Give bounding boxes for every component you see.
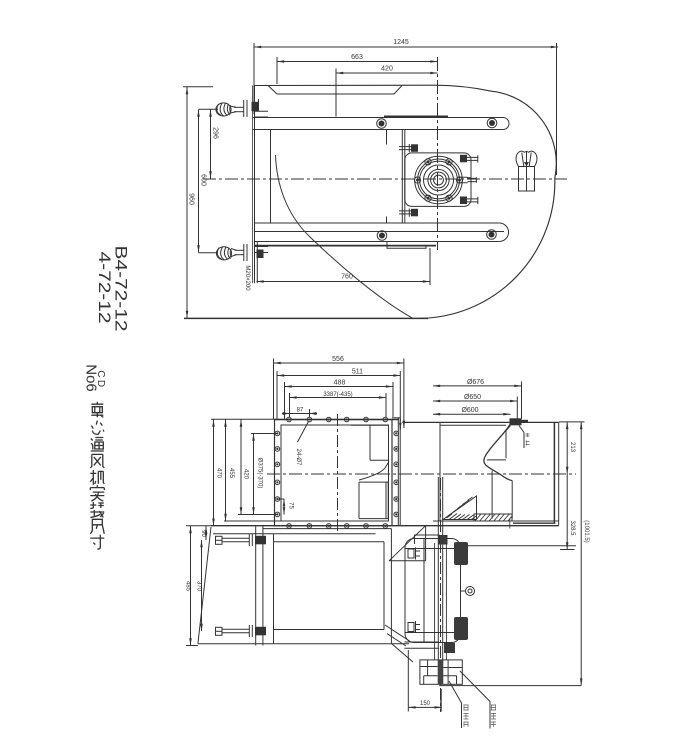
svg-text:24-Ø7: 24-Ø7 bbox=[295, 449, 301, 466]
svg-text:Ø676: Ø676 bbox=[467, 379, 484, 386]
svg-text:455: 455 bbox=[228, 468, 234, 479]
svg-text:Ø650: Ø650 bbox=[464, 394, 481, 401]
svg-text:328.5: 328.5 bbox=[569, 520, 575, 536]
svg-text:511: 511 bbox=[352, 369, 363, 376]
svg-text:296: 296 bbox=[212, 127, 219, 139]
svg-text:B4-72-12: B4-72-12 bbox=[112, 246, 130, 332]
svg-text:No6: No6 bbox=[83, 364, 100, 392]
svg-text:150: 150 bbox=[420, 701, 431, 707]
svg-text:D: D bbox=[95, 380, 106, 387]
svg-text:Ø375(-370): Ø375(-370) bbox=[257, 458, 263, 489]
svg-text:4-72-12: 4-72-12 bbox=[95, 252, 113, 324]
svg-text:663: 663 bbox=[351, 54, 363, 61]
svg-text:370: 370 bbox=[196, 581, 202, 592]
svg-text:Ø600: Ø600 bbox=[461, 407, 478, 414]
svg-text:(1001.5): (1001.5) bbox=[583, 520, 589, 542]
svg-text:75: 75 bbox=[288, 502, 294, 509]
svg-text:1245: 1245 bbox=[393, 39, 409, 46]
svg-text:420: 420 bbox=[381, 66, 393, 73]
svg-text:760: 760 bbox=[341, 274, 353, 281]
svg-text:420: 420 bbox=[243, 469, 249, 480]
svg-text:87: 87 bbox=[297, 408, 304, 414]
svg-text:213: 213 bbox=[569, 442, 575, 453]
svg-text:488: 488 bbox=[334, 380, 346, 387]
svg-text:M20×200: M20×200 bbox=[244, 265, 250, 291]
svg-text:470: 470 bbox=[216, 468, 222, 479]
svg-text:600: 600 bbox=[200, 174, 207, 186]
svg-text:485: 485 bbox=[185, 581, 191, 592]
svg-text:3387(-435): 3387(-435) bbox=[323, 392, 352, 398]
svg-text:90: 90 bbox=[200, 530, 206, 537]
svg-text:960: 960 bbox=[188, 193, 195, 205]
svg-text:556: 556 bbox=[332, 356, 344, 363]
svg-text:C: C bbox=[95, 370, 106, 377]
